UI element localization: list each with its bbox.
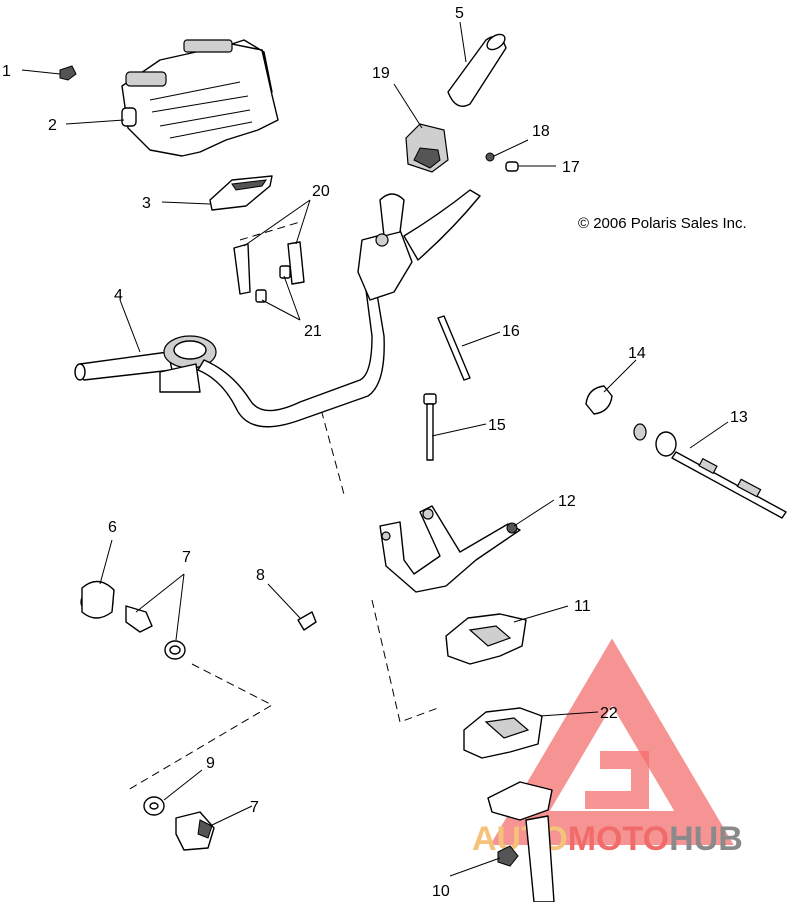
right-control-housing (357, 189, 481, 301)
callout-7-lower: 7 (250, 799, 259, 816)
part-19-switch (405, 123, 449, 173)
part-20-mounting-brackets (233, 241, 305, 295)
callout-13: 13 (730, 409, 748, 426)
callout-18: 18 (532, 123, 550, 140)
callout-19: 19 (372, 65, 390, 82)
part-4-handlebar-left-grip (74, 287, 385, 428)
part-14-clamp (585, 385, 613, 415)
callout-9: 9 (206, 755, 215, 772)
part-1-rivet (59, 65, 77, 81)
part-22-lower-clamp (463, 707, 543, 759)
assembly-guide-lines (127, 221, 439, 791)
callout-8: 8 (256, 567, 265, 584)
callout-11: 11 (574, 598, 591, 615)
callout-12: 12 (558, 493, 576, 510)
part-17-18-hardware (485, 152, 519, 172)
part-5-right-grip (447, 33, 507, 107)
watermark-logo: AUTOMOTOHUB (472, 638, 743, 858)
part-15-bolt (423, 393, 437, 461)
callout-5: 5 (455, 5, 464, 22)
watermark-text: AUTOMOTOHUB (472, 820, 743, 858)
callout-17: 17 (562, 159, 580, 176)
part-7-clip (125, 605, 186, 660)
part-2-handlebar-pod (121, 39, 279, 157)
part-6-cap (80, 580, 115, 619)
callout-4: 4 (114, 287, 123, 304)
callout-16: 16 (502, 323, 520, 340)
part-10-steering-post (487, 781, 555, 902)
part-12-bracket (379, 505, 521, 593)
part-13-cable (633, 423, 787, 519)
callout-1: 1 (2, 63, 11, 80)
callout-21: 21 (304, 323, 322, 340)
callout-3: 3 (142, 195, 151, 212)
leader-lines (21, 21, 729, 877)
part-8-screw (297, 611, 317, 631)
part-7-nut (175, 811, 215, 851)
callout-10: 10 (432, 883, 450, 900)
callout-labels: 1 2 3 4 5 6 7 7 8 9 10 11 12 13 14 15 16… (2, 5, 748, 900)
callout-2: 2 (48, 117, 57, 134)
callout-22: 22 (600, 705, 618, 722)
callout-6: 6 (108, 519, 117, 536)
watermark-inner-mark-icon (585, 751, 649, 809)
part-21-screws (255, 265, 291, 303)
watermark-triangle-icon (490, 638, 734, 845)
copyright-notice: © 2006 Polaris Sales Inc. (578, 215, 747, 232)
part-9-washer (143, 796, 165, 816)
part-3-switch-plate (209, 175, 273, 211)
callout-15: 15 (488, 417, 506, 434)
callout-14: 14 (628, 345, 646, 362)
callout-7-upper: 7 (182, 549, 191, 566)
callout-20: 20 (312, 183, 330, 200)
part-11-clamp (445, 613, 527, 665)
part-16-rod (437, 315, 471, 381)
